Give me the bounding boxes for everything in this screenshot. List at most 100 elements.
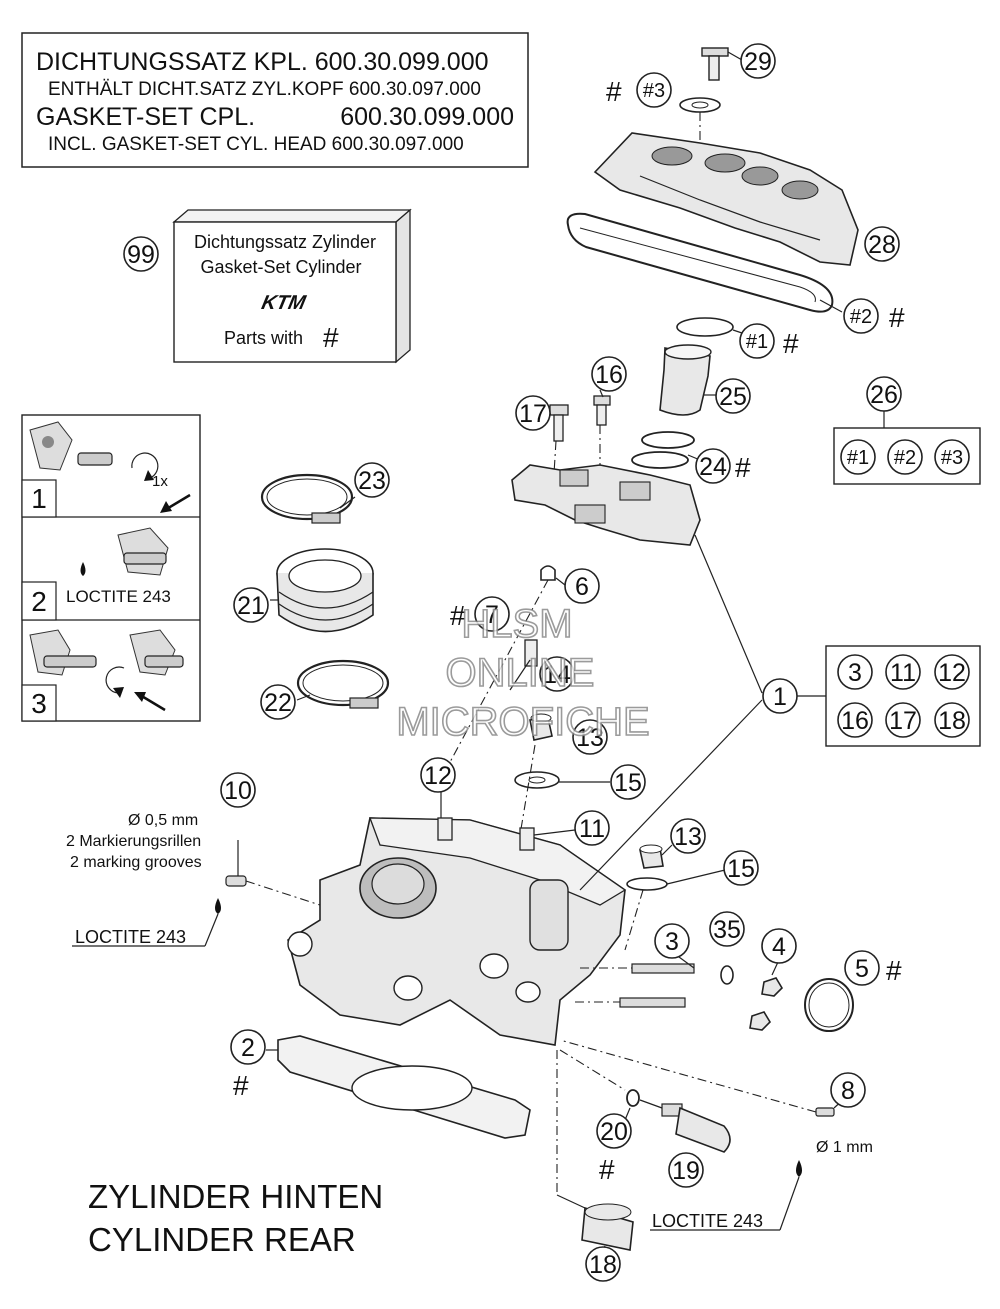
- part-10-diameter: Ø 0,5 mm: [128, 812, 198, 829]
- callout-11: 11: [574, 810, 610, 846]
- callouts: 29 #3 28 #2 #1 25 16 17 24 26 23 21 22 6…: [220, 43, 902, 1282]
- svg-text:15: 15: [614, 769, 642, 797]
- hash-marker-20: #: [599, 1154, 615, 1185]
- group-1-item-12: 12: [934, 654, 970, 690]
- svg-text:2: 2: [241, 1034, 255, 1062]
- intake-flange-assembly: [260, 473, 390, 709]
- svg-text:4: 4: [772, 933, 786, 961]
- step-3-number: 3: [31, 688, 47, 719]
- step-2-number: 2: [31, 586, 47, 617]
- callout-18: 18: [585, 1246, 621, 1282]
- loctite-left-label: LOCTITE 243: [75, 927, 186, 947]
- svg-text:12: 12: [938, 659, 966, 687]
- package-hash: #: [323, 322, 339, 353]
- callout-23: 23: [354, 462, 390, 498]
- group-1-item-18: 18: [934, 702, 970, 738]
- svg-text:#3: #3: [941, 447, 963, 469]
- svg-text:26: 26: [870, 381, 898, 409]
- svg-text:12: 12: [424, 762, 452, 790]
- svg-text:3: 3: [848, 659, 862, 687]
- svg-text:17: 17: [889, 707, 917, 735]
- svg-text:7: 7: [485, 601, 499, 629]
- svg-text:20: 20: [600, 1118, 628, 1146]
- callout-12: 12: [420, 757, 456, 793]
- head-gasket: [266, 1035, 531, 1139]
- svg-text:13: 13: [674, 823, 702, 851]
- svg-text:11: 11: [890, 659, 916, 687]
- callout-14: 14: [539, 656, 575, 692]
- part-10-marking-de: 2 Markierungsrillen: [66, 833, 201, 850]
- group-1-items: 3 11 12 16 17 18: [837, 654, 970, 738]
- svg-text:21: 21: [237, 592, 265, 620]
- valve-cover-assembly: [566, 47, 859, 313]
- hash-marker-2: #: [889, 302, 905, 333]
- callout-25: 25: [715, 378, 751, 414]
- gasket-set-line-3-left: GASKET-SET CPL.: [36, 103, 255, 131]
- callout-6: 6: [564, 568, 600, 604]
- svg-text:6: 6: [575, 573, 589, 601]
- gasket-package: Dichtungssatz Zylinder Gasket-Set Cylind…: [123, 208, 412, 364]
- cylinder-head-small-parts: [434, 565, 726, 951]
- callout-5: 5: [844, 950, 880, 986]
- gasket-set-line-2: ENTHÄLT DICHT.SATZ ZYL.KOPF 600.30.097.0…: [48, 79, 481, 100]
- callout-29: 29: [740, 43, 776, 79]
- svg-text:1: 1: [773, 683, 787, 711]
- watermark-line-3: MICROFICHE: [396, 700, 649, 744]
- svg-text:5: 5: [855, 955, 869, 983]
- svg-text:8: 8: [841, 1077, 855, 1105]
- callout-4: 4: [761, 928, 797, 964]
- step-1-number: 1: [31, 483, 47, 514]
- gasket-set-line-3-right: 600.30.099.000: [340, 103, 514, 131]
- svg-text:29: 29: [744, 48, 772, 76]
- hash-markers: # # # # # # # #: [233, 76, 905, 1185]
- diagram-title: ZYLINDER HINTEN CYLINDER REAR: [88, 1178, 383, 1258]
- callout-21: 21: [233, 587, 269, 623]
- watermark-line-1: HLSM: [461, 602, 572, 646]
- svg-text:#1: #1: [746, 331, 768, 353]
- callout-16: 16: [591, 356, 627, 392]
- group-1-item-16: 16: [837, 702, 873, 738]
- svg-text:17: 17: [519, 400, 547, 428]
- svg-text:18: 18: [589, 1251, 617, 1279]
- watermark-line-2: ONLINE: [446, 651, 595, 695]
- group-1-item-3: 3: [837, 654, 873, 690]
- cylinder-head: [287, 790, 627, 1046]
- part-8-diameter: Ø 1 mm: [816, 1139, 873, 1156]
- hash-marker-7: #: [450, 600, 466, 631]
- callout-22: 22: [260, 684, 296, 720]
- callout-35: 35: [709, 911, 745, 947]
- package-line-2: Gasket-Set Cylinder: [200, 257, 361, 277]
- sensor-10: [72, 840, 321, 947]
- callout-19: 19: [668, 1152, 704, 1188]
- svg-text:16: 16: [595, 361, 623, 389]
- callout-13-upper: 13: [572, 719, 608, 755]
- package-line-1: Dichtungssatz Zylinder: [194, 232, 376, 252]
- callout-28: 28: [864, 226, 900, 262]
- callout-10: 10: [220, 772, 256, 808]
- watermark: HLSM ONLINE MICROFICHE: [396, 601, 651, 745]
- svg-text:28: 28: [868, 231, 896, 259]
- svg-text:#2: #2: [894, 447, 916, 469]
- gasket-set-line-4: INCL. GASKET-SET CYL. HEAD 600.30.097.00…: [48, 134, 464, 155]
- svg-text:14: 14: [543, 661, 571, 689]
- svg-text:15: 15: [727, 855, 755, 883]
- svg-text:35: 35: [713, 916, 741, 944]
- svg-text:24: 24: [699, 453, 727, 481]
- callout-hash-3: #3: [636, 72, 672, 108]
- step-1-note: 1x: [152, 473, 168, 490]
- group-1-item-11: 11: [885, 654, 921, 690]
- group-26-item-3: #3: [934, 439, 970, 475]
- gasket-set-line-1: DICHTUNGSSATZ KPL. 600.30.099.000: [36, 48, 489, 76]
- svg-text:3: 3: [665, 928, 679, 956]
- step-panels: 1 1x 2 LOCTITE 243 3: [21, 414, 201, 722]
- svg-text:#2: #2: [850, 306, 872, 328]
- svg-text:11: 11: [579, 815, 605, 843]
- group-1-item-17: 17: [885, 702, 921, 738]
- hash-marker-1: #: [783, 328, 799, 359]
- svg-text:#1: #1: [847, 447, 869, 469]
- svg-text:23: 23: [358, 467, 386, 495]
- title-german: ZYLINDER HINTEN: [88, 1178, 383, 1215]
- part-10-marking-en: 2 marking grooves: [70, 854, 202, 871]
- loctite-right-label: LOCTITE 243: [652, 1211, 763, 1231]
- svg-text:16: 16: [841, 707, 869, 735]
